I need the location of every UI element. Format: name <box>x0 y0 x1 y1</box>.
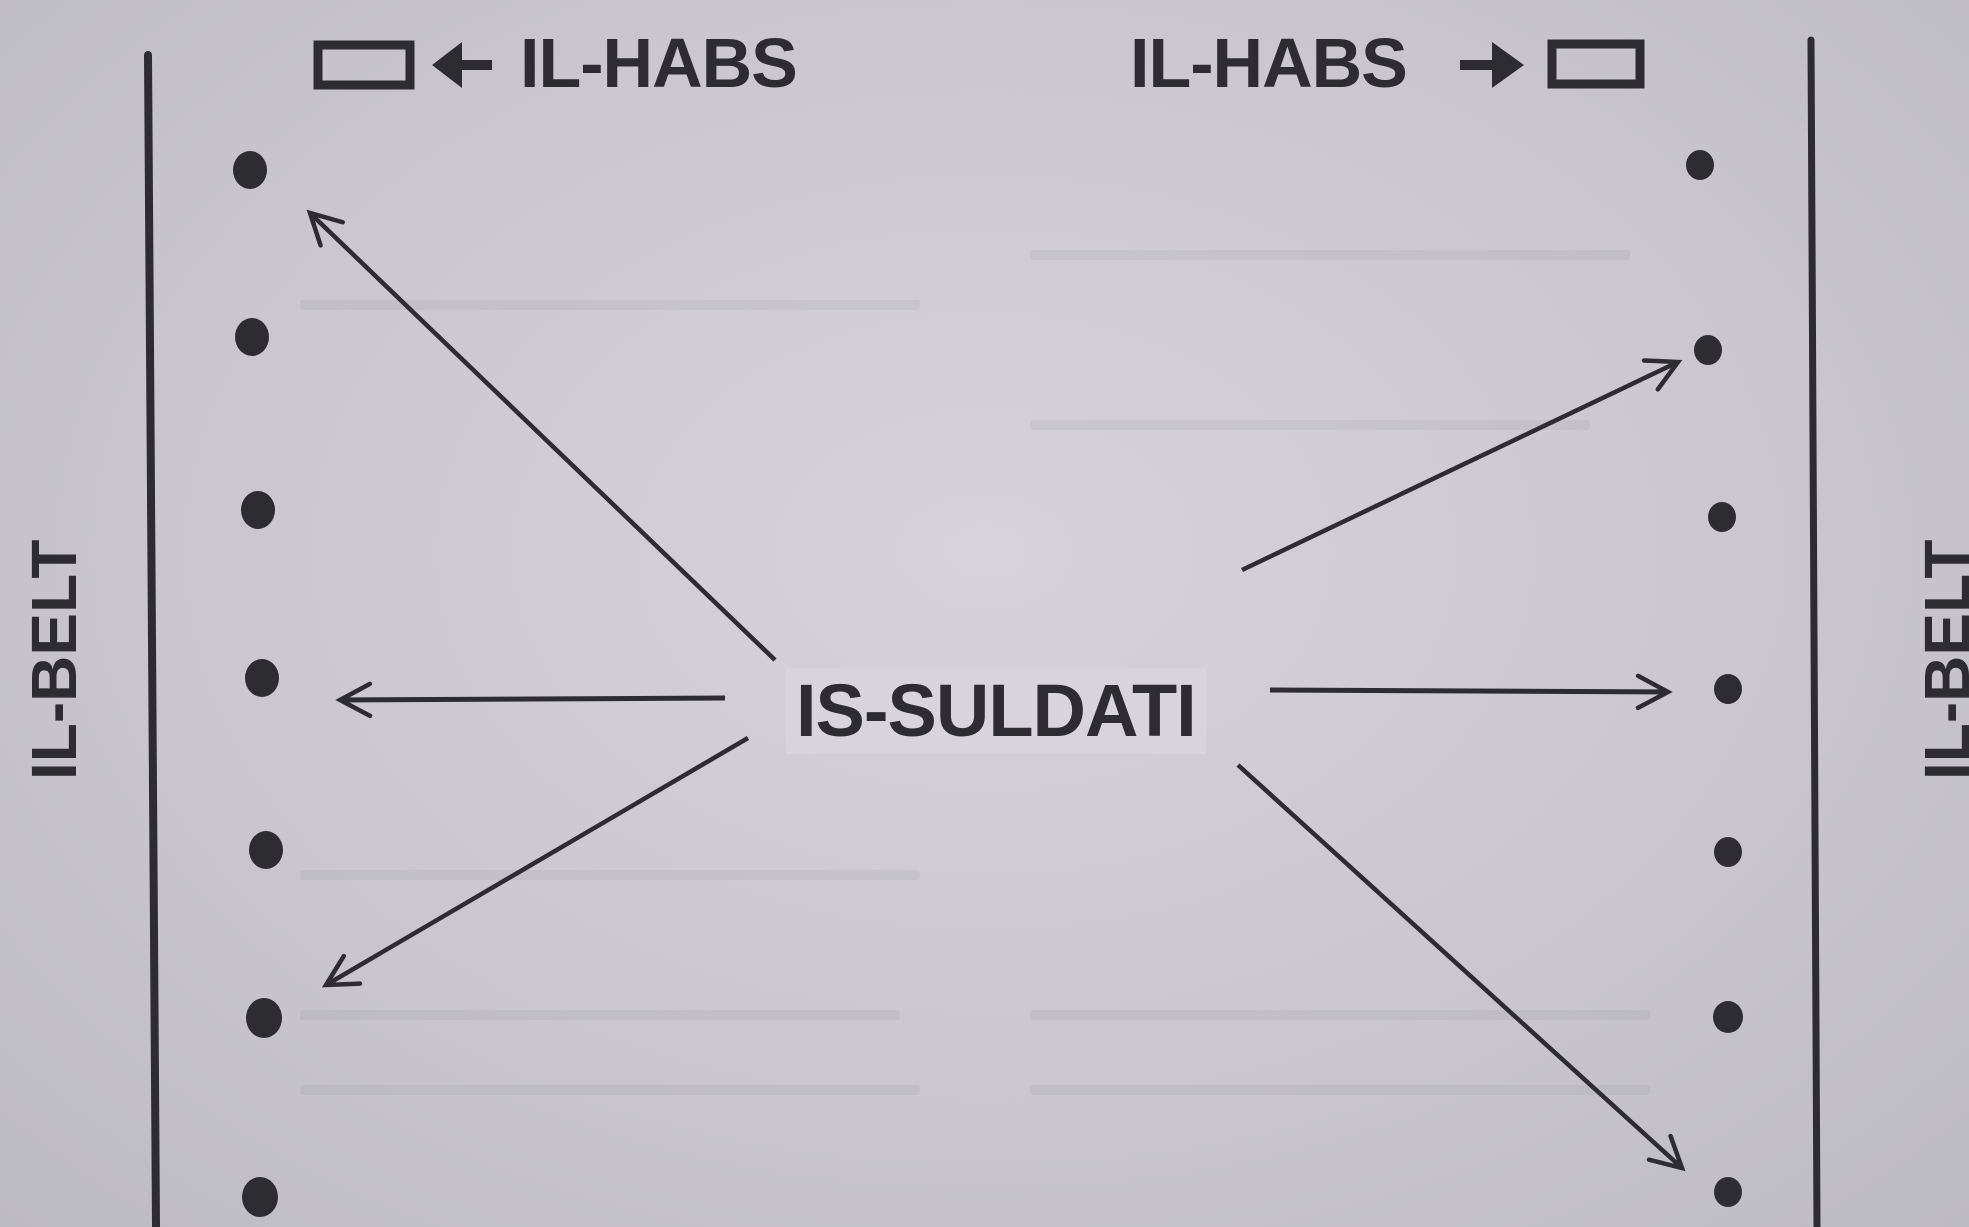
top-left-icon-group <box>313 40 492 90</box>
bleed-line <box>1030 420 1590 430</box>
top-left-label: IL-HABS <box>520 24 798 102</box>
left-dot-6 <box>246 998 282 1038</box>
right-dot-column <box>1686 150 1743 1207</box>
bleed-line <box>300 1010 900 1020</box>
arrow-to-left-dot-6 <box>321 736 750 988</box>
right-dot-3 <box>1708 502 1736 532</box>
left-dot-column <box>233 151 283 1217</box>
bleed-line <box>300 300 920 310</box>
left-dot-4 <box>245 659 279 697</box>
top-right-label: IL-HABS <box>1130 24 1408 102</box>
arrow-left-icon <box>432 42 492 88</box>
right-dot-5 <box>1714 837 1742 867</box>
right-side-label: IL-BELT <box>1911 539 1969 780</box>
right-dot-7 <box>1714 1177 1742 1207</box>
right-arrows <box>1236 358 1686 1172</box>
left-dot-5 <box>249 831 283 869</box>
left-dot-1 <box>233 151 267 189</box>
left-dot-2 <box>235 318 269 356</box>
left-arrows <box>306 209 777 988</box>
bleed-line <box>1030 250 1630 260</box>
arrow-to-left-dot-1 <box>306 209 777 662</box>
left-side-label: IL-BELT <box>18 539 90 780</box>
rectangle-box-icon <box>1547 39 1645 89</box>
bleed-line <box>300 870 920 880</box>
right-dot-2 <box>1694 335 1722 365</box>
arrow-to-right-dot-7 <box>1236 763 1686 1172</box>
right-dot-1 <box>1686 150 1714 180</box>
bleed-line <box>1030 1010 1650 1020</box>
arrow-to-right-dot-2 <box>1241 358 1683 573</box>
arrow-right-icon <box>1460 42 1524 88</box>
right-dot-4 <box>1714 674 1742 704</box>
arrow-to-left-dot-4 <box>335 681 726 719</box>
bleed-line <box>1030 1085 1650 1095</box>
right-dot-6 <box>1713 1001 1743 1033</box>
bleed-line <box>300 1085 920 1095</box>
arrow-to-right-dot-4 <box>1269 673 1673 711</box>
left-dot-3 <box>241 491 275 529</box>
top-right-icon-group <box>1460 39 1645 89</box>
left-boundary-line <box>144 51 160 1227</box>
center-label: IS-SULDATI <box>786 668 1206 754</box>
right-boundary-line <box>1807 36 1821 1227</box>
left-dot-7 <box>242 1177 278 1217</box>
rectangle-box-icon <box>313 40 415 90</box>
